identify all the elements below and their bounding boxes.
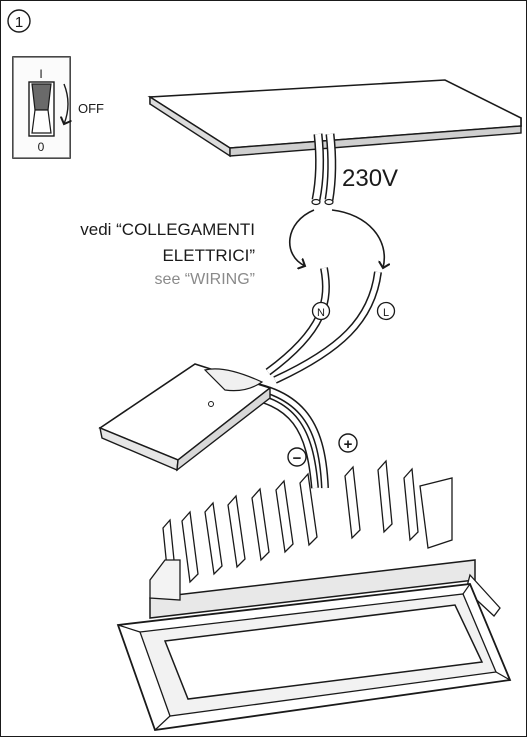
wiring-note-italian-line2: ELETTRICI” (162, 246, 255, 265)
neutral-terminal-badge: N (311, 301, 331, 321)
wiring-note-english: see “WIRING” (154, 271, 255, 288)
supply-voltage-label: 230V (342, 165, 398, 192)
positive-polarity-label: + (344, 436, 353, 453)
negative-polarity-badge: − (287, 447, 307, 467)
switch-off-label: OFF (78, 101, 104, 116)
supply-cable (311, 133, 337, 206)
arrow-to-live-icon (331, 209, 384, 268)
switch-off-mark: 0 (38, 140, 45, 154)
wall-switch-icon: I 0 OFF (12, 56, 104, 159)
ceiling-panel (147, 79, 522, 158)
switch-off-arrow-icon (64, 83, 68, 124)
positive-polarity-badge: + (338, 433, 358, 453)
live-terminal-label: L (383, 307, 389, 319)
wiring-note-italian-line1: vedi “COLLEGAMENTI (80, 220, 255, 239)
heat-sink-fins (162, 459, 453, 590)
step-number-badge: 1 (7, 9, 31, 33)
neutral-terminal-label: N (317, 307, 325, 319)
negative-polarity-label: − (293, 450, 302, 467)
step-number: 1 (15, 14, 23, 31)
live-terminal-badge: L (376, 301, 396, 321)
switch-on-mark: I (39, 67, 42, 81)
led-driver-box (98, 363, 272, 472)
arrow-to-neutral-icon (289, 209, 315, 266)
recessed-luminaire (116, 559, 512, 731)
